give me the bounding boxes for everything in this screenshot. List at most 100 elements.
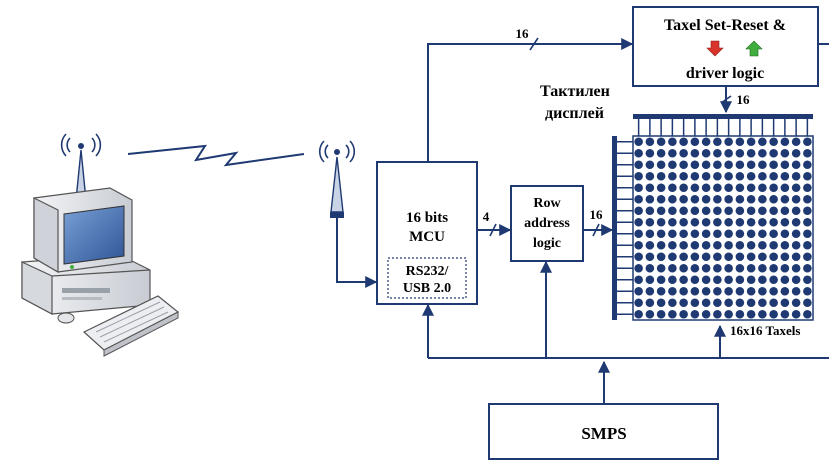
taxel bbox=[690, 217, 700, 227]
row-address-line3: logic bbox=[533, 236, 561, 251]
taxel bbox=[769, 309, 778, 319]
taxel bbox=[656, 298, 666, 308]
taxel bbox=[746, 137, 756, 147]
taxel bbox=[645, 171, 655, 181]
taxel bbox=[780, 160, 790, 170]
taxel bbox=[780, 263, 790, 273]
taxel bbox=[769, 171, 778, 181]
taxel bbox=[656, 148, 666, 158]
taxel bbox=[679, 217, 688, 227]
taxel bbox=[668, 263, 677, 273]
taxel bbox=[713, 137, 722, 147]
taxel bbox=[769, 298, 778, 308]
taxel bbox=[791, 240, 801, 250]
taxel bbox=[803, 286, 812, 296]
taxel bbox=[656, 183, 666, 193]
taxel bbox=[769, 229, 778, 239]
antenna-icon bbox=[318, 140, 356, 218]
taxel bbox=[668, 217, 677, 227]
rs232-line1: RS232/ bbox=[406, 264, 450, 279]
taxel bbox=[713, 309, 722, 319]
taxel bbox=[713, 252, 722, 262]
taxel bbox=[701, 171, 711, 181]
taxel bbox=[769, 148, 778, 158]
taxel bbox=[668, 275, 677, 285]
taxel bbox=[690, 286, 700, 296]
taxel bbox=[656, 217, 666, 227]
taxel bbox=[746, 309, 756, 319]
taxel bbox=[735, 252, 745, 262]
taxel bbox=[769, 252, 778, 262]
taxel bbox=[668, 206, 677, 216]
taxel bbox=[735, 263, 745, 273]
taxel bbox=[690, 229, 700, 239]
taxel bbox=[679, 252, 688, 262]
taxel bbox=[634, 160, 643, 170]
taxel bbox=[724, 286, 733, 296]
taxel-driver-line2: driver logic bbox=[686, 65, 764, 82]
taxel bbox=[724, 137, 733, 147]
taxel bbox=[724, 275, 733, 285]
taxel bbox=[634, 229, 643, 239]
taxel bbox=[690, 309, 700, 319]
taxel bbox=[690, 240, 700, 250]
taxel bbox=[713, 240, 722, 250]
taxel bbox=[769, 206, 778, 216]
taxel bbox=[645, 275, 655, 285]
taxel bbox=[634, 252, 643, 262]
row-bus-bar bbox=[612, 136, 617, 320]
taxel bbox=[634, 206, 643, 216]
taxel bbox=[724, 298, 733, 308]
taxel bbox=[713, 148, 722, 158]
taxel bbox=[791, 275, 801, 285]
taxel bbox=[634, 183, 643, 193]
taxel bbox=[803, 171, 812, 181]
taxel bbox=[701, 148, 711, 158]
taxel bbox=[634, 194, 643, 204]
taxel bbox=[634, 286, 643, 296]
taxel bbox=[679, 263, 688, 273]
taxel bbox=[758, 252, 767, 262]
arrow-down-icon bbox=[706, 40, 724, 57]
taxel bbox=[780, 171, 790, 181]
taxel bbox=[735, 137, 745, 147]
taxel bbox=[724, 183, 733, 193]
smps-block: SMPS bbox=[488, 403, 719, 460]
taxel bbox=[668, 252, 677, 262]
taxel bbox=[724, 206, 733, 216]
taxel bbox=[758, 309, 767, 319]
lightning-link-icon bbox=[127, 144, 305, 167]
taxel bbox=[791, 229, 801, 239]
taxel bbox=[713, 275, 722, 285]
taxel bbox=[645, 137, 655, 147]
taxel bbox=[803, 148, 812, 158]
taxel bbox=[634, 263, 643, 273]
taxel bbox=[735, 217, 745, 227]
mcu-line2: MCU bbox=[409, 229, 445, 245]
taxel bbox=[769, 160, 778, 170]
taxel bbox=[791, 309, 801, 319]
taxel bbox=[803, 217, 812, 227]
taxel bbox=[724, 309, 733, 319]
computer-icon bbox=[21, 133, 180, 357]
taxel bbox=[758, 137, 767, 147]
taxel bbox=[701, 194, 711, 204]
taxel bbox=[656, 275, 666, 285]
taxel bbox=[690, 171, 700, 181]
taxel bbox=[679, 171, 688, 181]
taxel bbox=[656, 206, 666, 216]
taxel bbox=[724, 263, 733, 273]
taxel bbox=[758, 148, 767, 158]
taxel bbox=[713, 194, 722, 204]
taxel bbox=[679, 309, 688, 319]
taxel bbox=[724, 229, 733, 239]
taxel bbox=[803, 160, 812, 170]
taxel bbox=[645, 286, 655, 296]
taxel bbox=[679, 240, 688, 250]
display-title-line2: дисплей bbox=[545, 105, 604, 122]
taxel bbox=[634, 137, 643, 147]
taxel bbox=[791, 206, 801, 216]
taxel bbox=[780, 183, 790, 193]
taxel bbox=[803, 240, 812, 250]
